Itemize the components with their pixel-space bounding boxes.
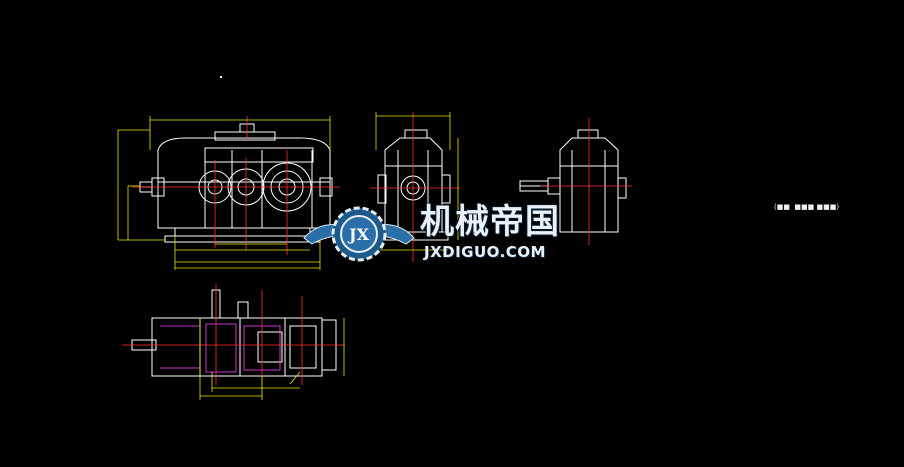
badge-letters: JX [347, 225, 370, 244]
front-view [139, 123, 333, 243]
front-view-centerlines [132, 116, 340, 255]
watermark-logo: JX [303, 206, 415, 262]
side-label: (■■ ■■■ ■■■) [774, 203, 840, 211]
marker-dot [220, 76, 222, 78]
side-view-dimensions [375, 112, 459, 251]
front-view-dimensions [117, 116, 331, 270]
watermark-brand-text: 机械帝国 [420, 202, 560, 242]
rear-view [519, 129, 627, 233]
watermark-url: JXDIGUO.COM [424, 243, 546, 261]
rear-view-centerlines [540, 118, 632, 245]
plan-section-view [131, 289, 337, 377]
plan-section-centerlines [122, 284, 345, 385]
plan-section-dimensions [199, 318, 345, 400]
